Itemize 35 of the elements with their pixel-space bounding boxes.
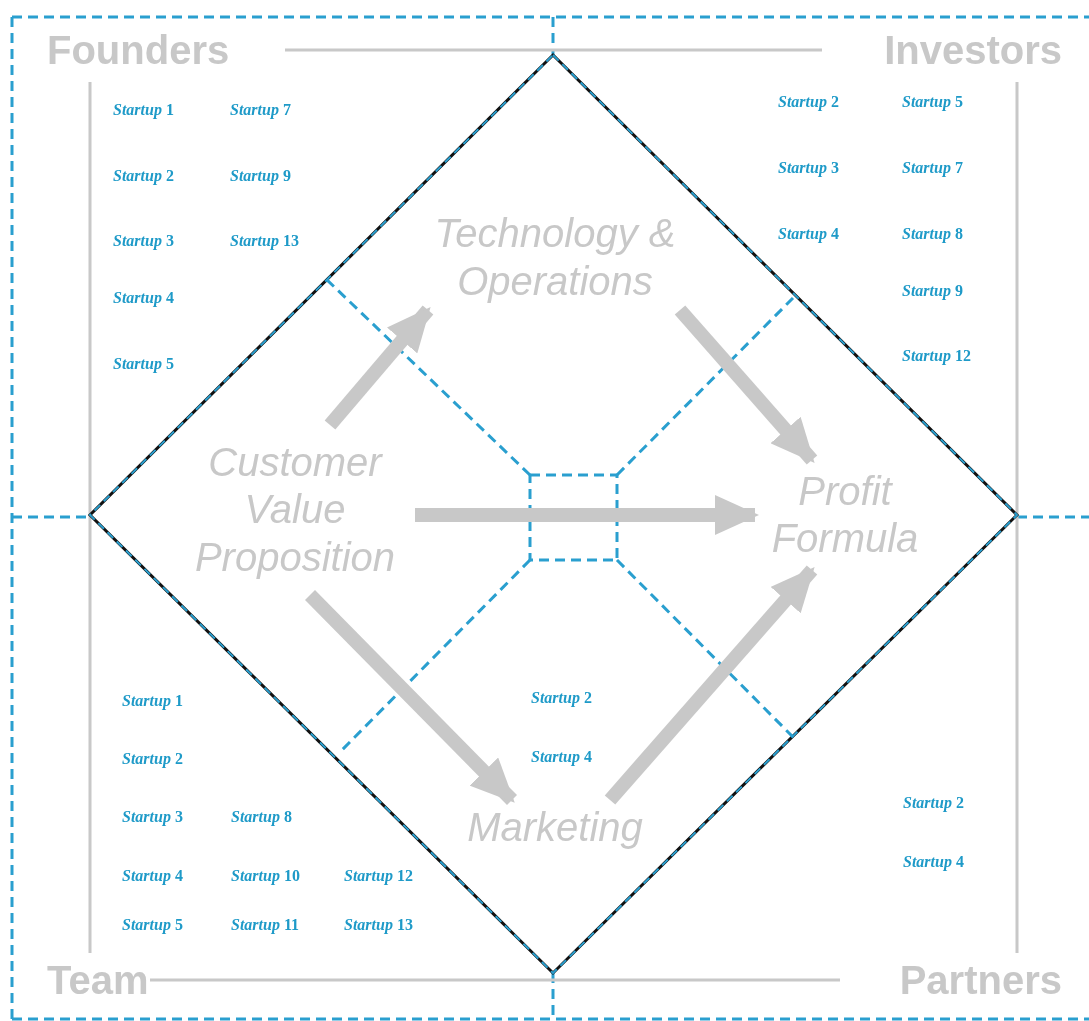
startup-label: Startup 2 xyxy=(903,794,964,812)
startup-label: Startup 4 xyxy=(903,853,964,871)
arrow xyxy=(415,495,759,535)
startup-label: Startup 9 xyxy=(230,167,291,185)
startup-label: Startup 2 xyxy=(531,689,592,707)
arrow xyxy=(674,305,818,465)
startup-label: Startup 4 xyxy=(778,225,839,243)
startup-label: Startup 3 xyxy=(113,232,174,250)
startup-label: Startup 12 xyxy=(344,867,413,885)
startup-label: Startup 1 xyxy=(122,692,183,710)
startup-label: Startup 8 xyxy=(902,225,963,243)
startup-label: Startup 11 xyxy=(231,916,300,934)
startup-label: Startup 2 xyxy=(122,750,183,768)
startup-label: Startup 4 xyxy=(113,289,174,307)
startup-label: Startup 5 xyxy=(113,355,174,373)
startup-label: Startup 8 xyxy=(231,808,292,826)
startup-label: Startup 3 xyxy=(122,808,183,826)
startup-label: Startup 4 xyxy=(122,867,183,885)
arrow xyxy=(604,565,818,805)
startup-label: Startup 13 xyxy=(230,232,299,250)
startup-label: Startup 9 xyxy=(902,282,963,300)
startup-label: Startup 5 xyxy=(902,93,963,111)
startup-label: Startup 3 xyxy=(778,159,839,177)
arrow xyxy=(324,305,434,430)
startup-label: Startup 7 xyxy=(902,159,963,177)
startup-label: Startup 7 xyxy=(230,101,291,119)
startup-label: Startup 10 xyxy=(231,867,300,885)
startup-label: Startup 12 xyxy=(902,347,971,365)
startup-label: Startup 1 xyxy=(113,101,174,119)
startup-label: Startup 2 xyxy=(113,167,174,185)
startup-label: Startup 2 xyxy=(778,93,839,111)
arrow xyxy=(305,590,517,805)
startup-label: Startup 5 xyxy=(122,916,183,934)
startup-label: Startup 13 xyxy=(344,916,413,934)
startup-label: Startup 4 xyxy=(531,748,592,766)
